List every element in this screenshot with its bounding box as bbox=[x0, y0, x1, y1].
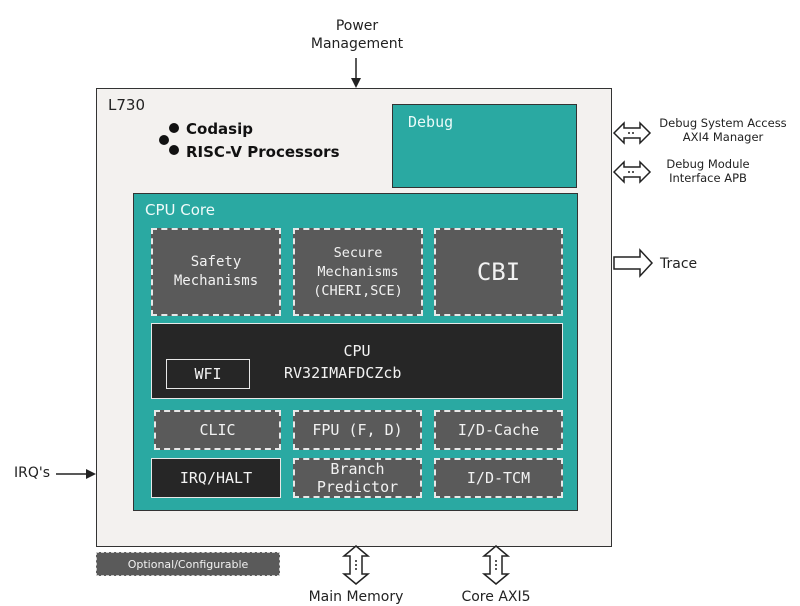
core-axi-arrow-icon bbox=[481, 545, 511, 585]
safety-mechanisms-label: Safety Mechanisms bbox=[173, 254, 259, 289]
debug-access-arrow-icon bbox=[612, 121, 652, 145]
cpu-title: CPU bbox=[343, 342, 371, 360]
fpu-label: FPU (F, D) bbox=[312, 421, 403, 439]
power-arrow-icon bbox=[351, 58, 361, 88]
tcm-block: I/D-TCM bbox=[434, 458, 563, 498]
trace-label: Trace bbox=[660, 256, 698, 272]
codasip-logo-icon bbox=[159, 123, 179, 155]
main-memory-label: Main Memory bbox=[308, 589, 404, 605]
debug-module-label-line1: Debug Module bbox=[666, 157, 750, 171]
debug-label: Debug bbox=[408, 113, 454, 131]
secure-mechanisms-label: Secure Mechanisms (CHERI,SCE) bbox=[313, 244, 403, 299]
wfi-block: WFI bbox=[166, 359, 250, 389]
debug-access-label-line1: Debug System Access bbox=[659, 116, 787, 130]
fpu-block: FPU (F, D) bbox=[293, 410, 422, 450]
cbi-label: CBI bbox=[476, 258, 521, 286]
brand-name: Codasip bbox=[186, 120, 253, 138]
cbi-block: CBI bbox=[434, 228, 563, 316]
safety-mechanisms-block: Safety Mechanisms bbox=[151, 228, 281, 316]
cache-block: I/D-Cache bbox=[434, 410, 563, 450]
tcm-label: I/D-TCM bbox=[466, 469, 531, 487]
chip-name: L730 bbox=[108, 96, 145, 114]
clic-label: CLIC bbox=[199, 421, 236, 439]
cpu-isa-label: RV32IMAFDCZcb bbox=[284, 364, 402, 382]
clic-block: CLIC bbox=[154, 410, 281, 450]
debug-block bbox=[392, 104, 577, 188]
debug-module-label-line2: Interface APB bbox=[669, 171, 747, 185]
power-label-line1: Power bbox=[335, 18, 379, 34]
debug-access-label-line2: AXI4 Manager bbox=[682, 130, 764, 144]
secure-mechanisms-block: Secure Mechanisms (CHERI,SCE) bbox=[293, 228, 423, 316]
branch-predictor-block: Branch Predictor bbox=[293, 458, 422, 498]
trace-arrow-icon bbox=[613, 248, 654, 278]
irq-halt-block: IRQ/HALT bbox=[151, 458, 281, 498]
irq-halt-label: IRQ/HALT bbox=[179, 469, 253, 487]
irq-arrow-icon bbox=[56, 469, 96, 479]
power-label-line2: Management bbox=[310, 36, 404, 52]
irqs-label: IRQ's bbox=[14, 465, 51, 481]
legend-optional-configurable: Optional/Configurable bbox=[96, 552, 280, 576]
debug-module-arrow-icon bbox=[612, 160, 652, 184]
main-memory-arrow-icon bbox=[341, 545, 371, 585]
core-axi-label: Core AXI5 bbox=[461, 589, 531, 605]
cache-label: I/D-Cache bbox=[457, 421, 540, 439]
cpu-core-label: CPU Core bbox=[145, 201, 215, 219]
brand-tagline: RISC-V Processors bbox=[186, 143, 340, 161]
branch-predictor-label: Branch Predictor bbox=[316, 460, 399, 496]
